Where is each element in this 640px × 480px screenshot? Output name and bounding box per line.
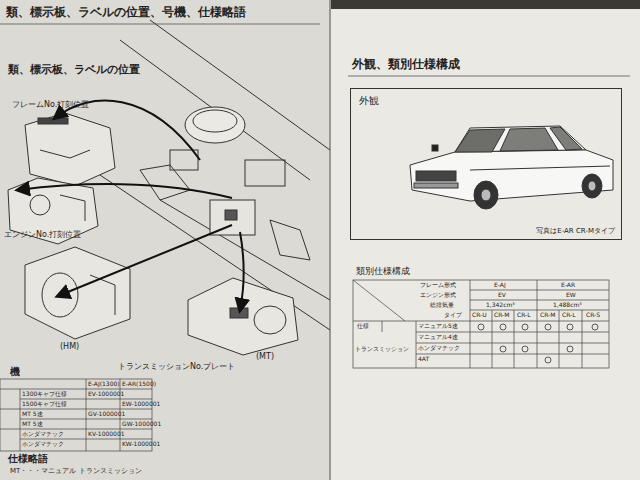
table-cell: CR-S — [586, 312, 600, 319]
table-cell: 仕様 — [357, 323, 369, 330]
table-cell: E-AR(1500) — [122, 381, 156, 388]
table-cell: CR-U — [472, 312, 487, 319]
table-cell: マニュアル5速 — [418, 323, 458, 330]
table-cell: CR-L — [562, 312, 576, 319]
photo-frame: 外観写真はE-AR CR-Mタイプ — [350, 88, 622, 240]
part-label: (MT) — [256, 352, 274, 361]
photo-caption: 写真はE-AR CR-Mタイプ — [536, 227, 615, 235]
table-cell: MT 5速 — [22, 411, 43, 418]
table-cell: フレーム形式 — [420, 282, 456, 289]
table-cell: EW — [566, 292, 576, 299]
table-cell: 1300キャブ仕様 — [22, 391, 67, 398]
note-text: MT・・・マニュアル トランスミッション — [10, 467, 142, 475]
section-heading: 仕様略語 — [8, 453, 48, 465]
table-cell: CR-L — [517, 312, 531, 319]
table-cell: エンジン形式 — [420, 292, 456, 299]
section-heading: 類別仕様構成 — [356, 266, 410, 276]
table-cell: 1,488cm³ — [553, 302, 582, 309]
table-cell: E-AR — [561, 282, 575, 289]
table-cell: EV — [498, 292, 506, 299]
table-cell: EW-1000001 — [122, 401, 160, 408]
frame-heading: 外観 — [359, 95, 379, 107]
table-cell: GW-1000001 — [122, 421, 161, 428]
table-cell: KV-1000001 — [88, 431, 125, 438]
table-cell: ホンダマチック — [418, 345, 460, 352]
part-label: トランスミッションNo.プレート — [118, 362, 235, 371]
table-cell: タイプ — [444, 312, 462, 319]
table-cell: 1,342cm³ — [486, 302, 515, 309]
table-cell: トランスミッション — [355, 346, 409, 353]
section-heading: 機 — [10, 366, 20, 378]
table-cell: マニュアル4速 — [418, 334, 458, 341]
table-cell: 4AT — [418, 356, 429, 363]
table-cell: CR-M — [540, 312, 555, 319]
table-cell: EV-1000001 — [88, 391, 124, 398]
table-cell: E-AJ — [494, 282, 506, 289]
section-heading: 外観、類別仕様構成 — [352, 58, 460, 72]
table-cell: MT 5速 — [22, 421, 43, 428]
section-heading: 類、標示板、ラベルの位置 — [8, 64, 140, 77]
part-label: エンジンNo.打刻位置 — [4, 230, 81, 239]
table-cell: E-AJ(1300) — [88, 381, 120, 388]
table-cell: 1500キャブ仕様 — [22, 401, 67, 408]
table-cell: 総排気量 — [430, 302, 454, 309]
table-cell: ホンダマチック — [22, 441, 64, 448]
page-title: 類、標示板、ラベルの位置、号機、仕様略語 — [6, 6, 246, 20]
part-label: (HM) — [60, 342, 79, 351]
table-cell: GV-1000001 — [88, 411, 125, 418]
table-cell: CR-M — [494, 312, 509, 319]
part-label: フレームNo.打刻位置 — [12, 100, 89, 109]
table-cell: ホンダマチック — [22, 431, 64, 438]
table-cell: KW-1000001 — [122, 441, 160, 448]
